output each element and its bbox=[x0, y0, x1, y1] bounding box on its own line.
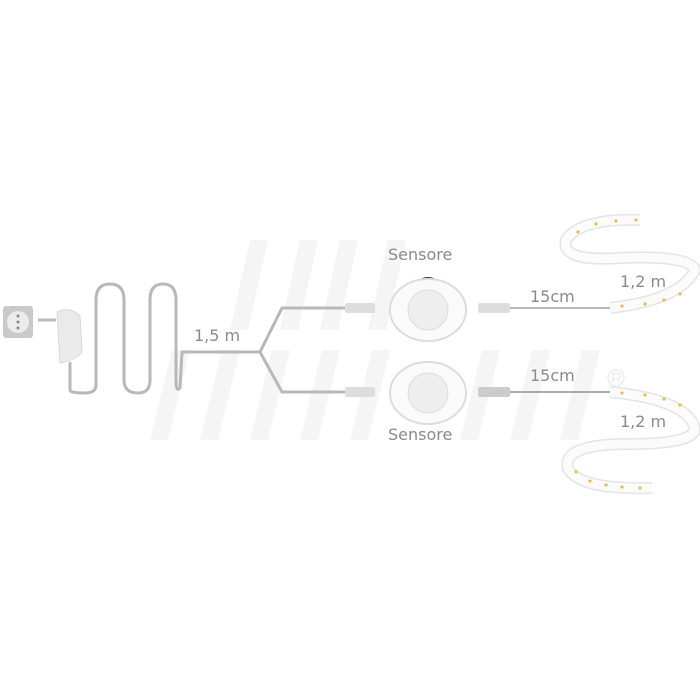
sensor-bottom-label: Sensore bbox=[388, 425, 452, 444]
lead-bottom-label: 15cm bbox=[530, 366, 575, 385]
led-strip-top bbox=[559, 213, 700, 314]
lead-top-label: 15cm bbox=[530, 287, 575, 306]
wall-socket-icon bbox=[3, 306, 33, 338]
sensor-top-label: Sensore bbox=[388, 245, 452, 264]
power-cable bbox=[68, 282, 345, 395]
strip-bottom-length-label: 1,2 m bbox=[620, 412, 666, 431]
power-adapter-icon bbox=[38, 309, 83, 364]
sensor-bottom bbox=[345, 361, 510, 425]
power-cable-length-label: 1,5 m bbox=[194, 326, 240, 345]
strip-top-length-label: 1,2 m bbox=[620, 272, 666, 291]
led-strip-bottom bbox=[561, 386, 700, 495]
registered-mark-icon bbox=[607, 369, 625, 387]
sensor-top bbox=[345, 277, 510, 342]
